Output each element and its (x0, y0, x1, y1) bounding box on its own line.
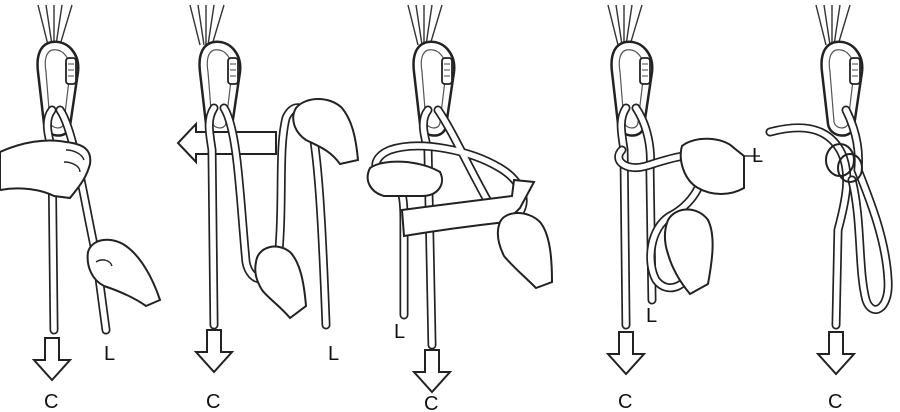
hand-icon (293, 99, 358, 164)
hand-icon (498, 213, 552, 288)
carabiner-icon (822, 42, 863, 136)
anchor-slings-icon (608, 5, 642, 45)
step-1-bottom-label: C (44, 391, 58, 412)
rope-icon (770, 110, 888, 325)
step-4-bottom-label: C (618, 391, 632, 412)
step-3-end-label: L (394, 321, 405, 343)
down-arrow-icon (34, 338, 70, 380)
step-2-panel: C L (178, 5, 358, 412)
down-arrow-icon (818, 332, 854, 374)
step-5-bottom-label: C (828, 391, 842, 412)
anchor-slings-icon (816, 5, 850, 45)
step-2-bottom-label: C (206, 391, 220, 412)
down-arrow-icon (414, 350, 450, 392)
step-2-end-label: L (328, 343, 339, 365)
anchor-slings-icon (38, 5, 72, 45)
down-arrow-icon (608, 332, 644, 374)
down-arrow-icon (196, 330, 232, 372)
step-1-panel: C L (0, 5, 160, 412)
step-3-bottom-label: C (424, 393, 438, 412)
step-4-end-label: L (646, 305, 657, 327)
step-3-panel: C L (368, 5, 552, 412)
step-1-end-label: L (104, 343, 115, 365)
hand-icon (368, 162, 442, 196)
hand-icon (681, 139, 760, 194)
anchor-slings-icon (408, 5, 442, 45)
hand-icon (0, 140, 90, 198)
step-4-panel: C L L (608, 5, 763, 412)
hand-icon (255, 247, 306, 318)
anchor-slings-icon (190, 5, 224, 45)
hand-icon (665, 210, 713, 295)
step-5-panel: C (770, 5, 888, 412)
step-4-end-label-2: L (752, 145, 763, 167)
